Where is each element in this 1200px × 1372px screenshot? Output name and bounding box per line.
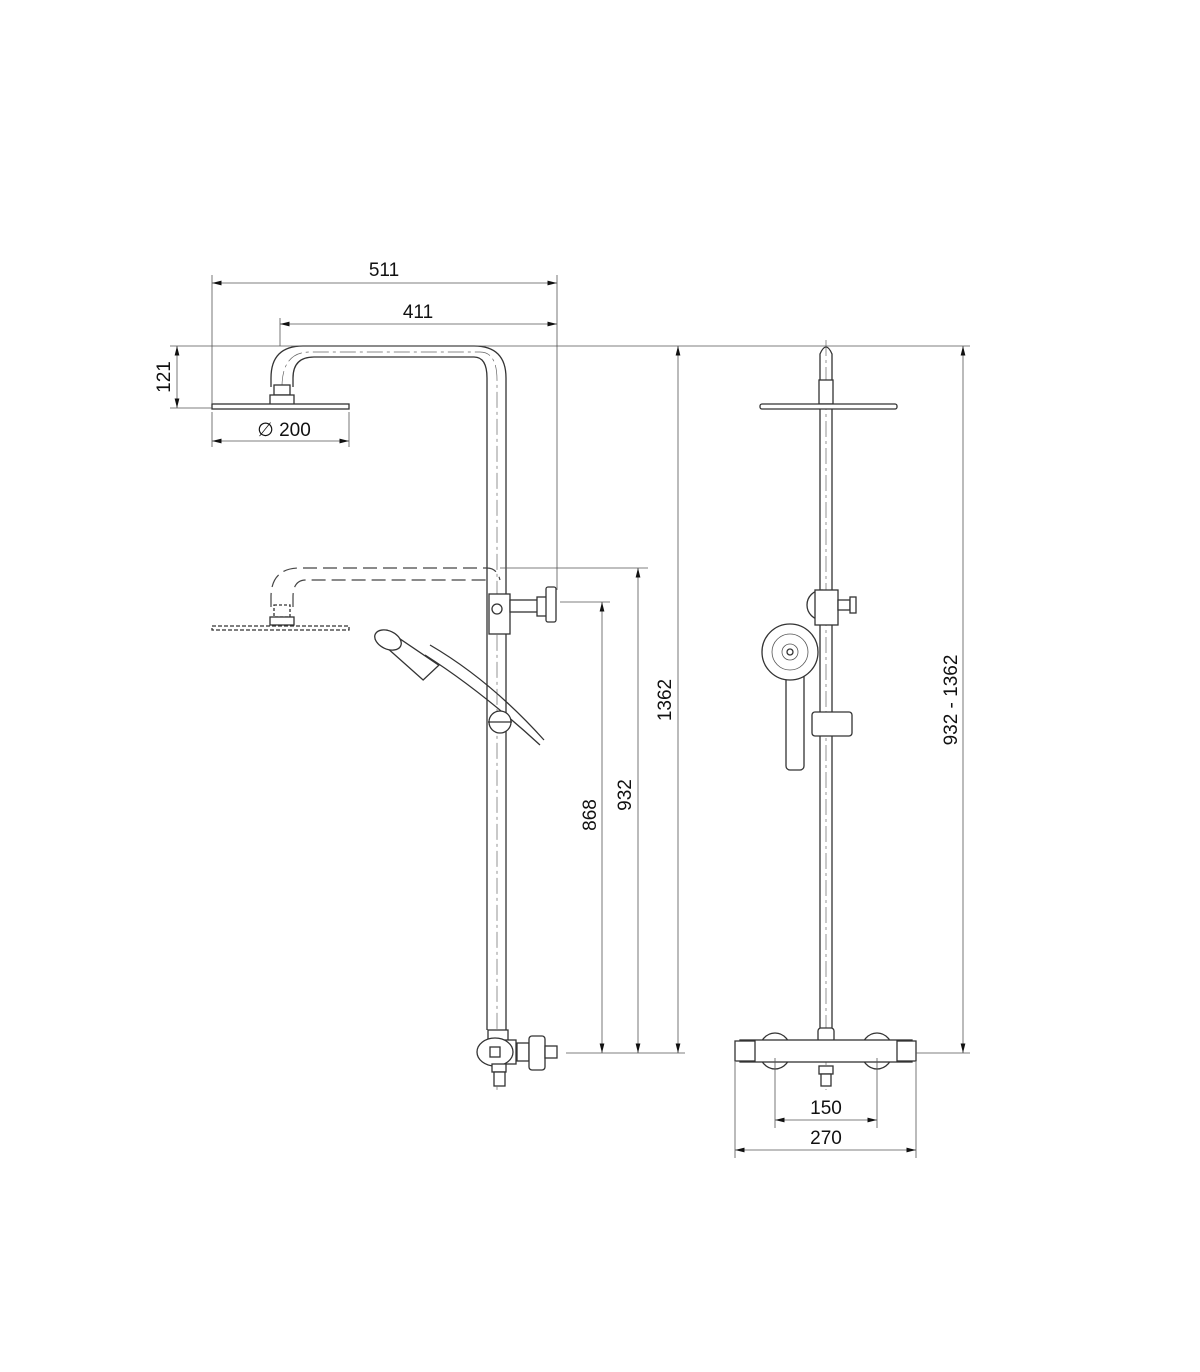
dim-head-diameter: ∅ 200 (257, 420, 311, 441)
front-rain-head (759, 403, 898, 410)
arm-lowered-outline (270, 567, 501, 607)
hand-shower-side (374, 629, 545, 746)
dim-head-height: 121 (154, 361, 175, 393)
temperature-knob (734, 1040, 756, 1062)
front-hand-shower-holder (811, 711, 853, 737)
extension-lines (170, 275, 970, 1158)
front-hand-shower-handle (785, 669, 805, 771)
side-valve (476, 1029, 558, 1087)
shower-arm-outer (270, 345, 507, 1030)
flow-knob (896, 1040, 917, 1062)
arm-knob (545, 586, 557, 623)
dim-height-range: 932 - 1362 (941, 655, 962, 746)
dimension-lines (174, 280, 966, 1153)
dim-valve-width: 270 (810, 1128, 842, 1149)
dim-inlet-spacing: 150 (810, 1098, 842, 1119)
front-view (734, 340, 917, 1090)
dim-min-height: 932 (615, 779, 636, 811)
thermostatic-valve-body (739, 1039, 913, 1063)
side-view (211, 345, 558, 1090)
dim-max-height: 1362 (655, 679, 676, 721)
arm-connector (273, 384, 291, 396)
front-arm-slider (814, 589, 839, 626)
rain-head (211, 403, 350, 410)
shower-arm-inner (292, 356, 488, 1030)
dim-total-reach: 511 (369, 260, 399, 281)
dim-slider-height: 868 (580, 799, 601, 831)
dim-arm-reach: 411 (403, 302, 433, 323)
